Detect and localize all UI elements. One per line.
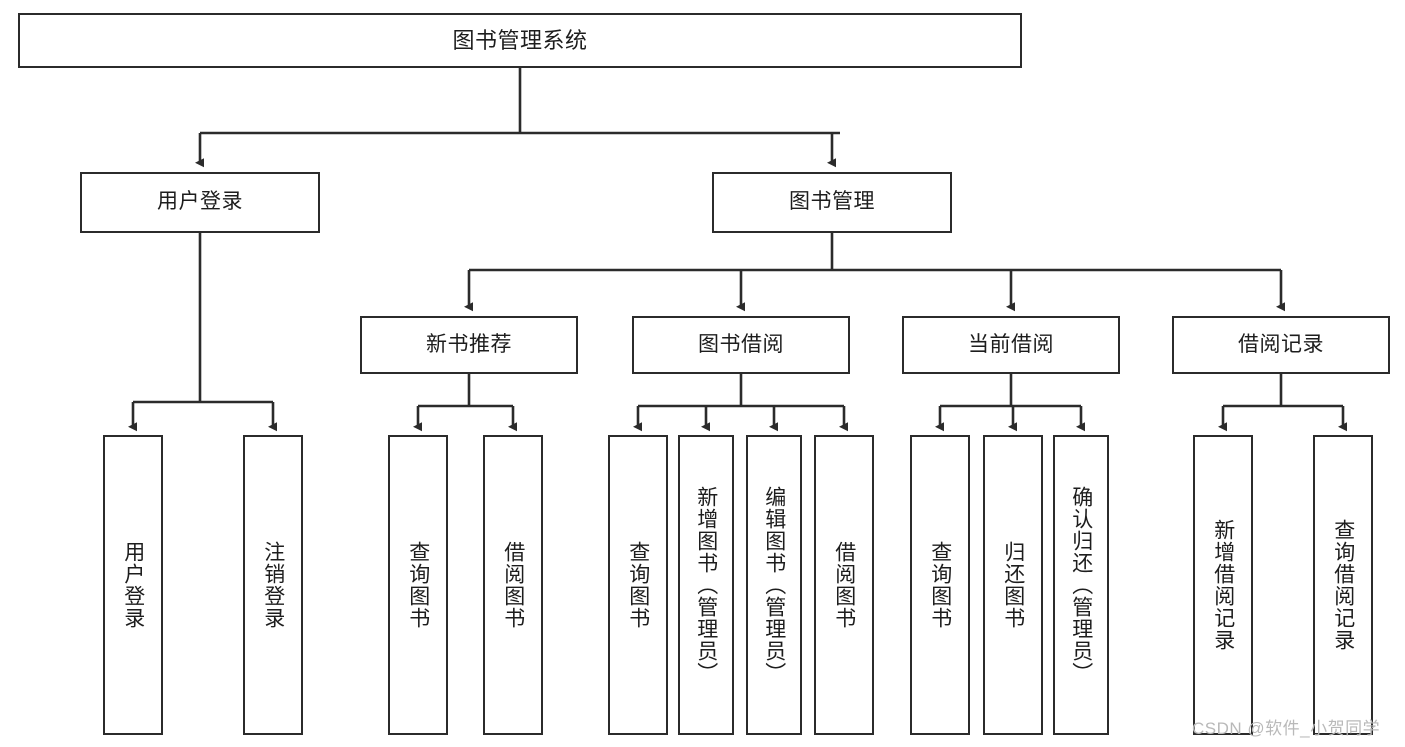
node-book-borrow-label: 图书借阅	[698, 332, 784, 356]
node-root[interactable]: 图书管理系统	[18, 13, 1022, 68]
node-leaf-borrow-book-1-label: 借阅图书	[501, 541, 525, 629]
node-leaf-edit-book[interactable]: 编辑图书（管理员）	[746, 435, 802, 735]
node-leaf-add-book-label: 新增图书（管理员）	[694, 486, 718, 684]
node-leaf-return-book[interactable]: 归还图书	[983, 435, 1043, 735]
node-leaf-query-book-1-label: 查询图书	[406, 541, 430, 629]
node-leaf-query-book-1[interactable]: 查询图书	[388, 435, 448, 735]
node-leaf-confirm-return[interactable]: 确认归还（管理员）	[1053, 435, 1109, 735]
node-leaf-user-login[interactable]: 用户登录	[103, 435, 163, 735]
node-leaf-query-book-3[interactable]: 查询图书	[910, 435, 970, 735]
node-leaf-query-book-2[interactable]: 查询图书	[608, 435, 668, 735]
node-leaf-add-record-label: 新增借阅记录	[1211, 519, 1235, 651]
node-root-label: 图书管理系统	[452, 27, 588, 53]
node-leaf-borrow-book-2-label: 借阅图书	[832, 541, 856, 629]
node-leaf-query-book-3-label: 查询图书	[928, 541, 952, 629]
node-book-manage[interactable]: 图书管理	[712, 172, 952, 233]
node-leaf-query-record[interactable]: 查询借阅记录	[1313, 435, 1373, 735]
csdn-watermark: CSDN @软件_小贺同学	[1192, 719, 1381, 738]
node-leaf-user-login-label: 用户登录	[121, 541, 145, 629]
node-leaf-borrow-book-2[interactable]: 借阅图书	[814, 435, 874, 735]
node-leaf-borrow-book-1[interactable]: 借阅图书	[483, 435, 543, 735]
node-user-login-label: 用户登录	[157, 190, 243, 214]
node-current-borrow-label: 当前借阅	[968, 332, 1054, 356]
node-leaf-add-record[interactable]: 新增借阅记录	[1193, 435, 1253, 735]
node-leaf-logout-login-label: 注销登录	[261, 541, 285, 629]
node-new-book-rec-label: 新书推荐	[426, 332, 512, 356]
node-book-borrow[interactable]: 图书借阅	[632, 316, 850, 374]
node-leaf-edit-book-label: 编辑图书（管理员）	[762, 486, 786, 684]
node-leaf-confirm-return-label: 确认归还（管理员）	[1069, 486, 1093, 684]
node-leaf-return-book-label: 归还图书	[1001, 541, 1025, 629]
node-user-login[interactable]: 用户登录	[80, 172, 320, 233]
node-current-borrow[interactable]: 当前借阅	[902, 316, 1120, 374]
node-borrow-record-label: 借阅记录	[1238, 332, 1324, 356]
node-borrow-record[interactable]: 借阅记录	[1172, 316, 1390, 374]
node-book-manage-label: 图书管理	[789, 190, 875, 214]
node-leaf-query-book-2-label: 查询图书	[626, 541, 650, 629]
node-new-book-rec[interactable]: 新书推荐	[360, 316, 578, 374]
node-leaf-query-record-label: 查询借阅记录	[1331, 519, 1355, 651]
node-leaf-logout-login[interactable]: 注销登录	[243, 435, 303, 735]
node-leaf-add-book[interactable]: 新增图书（管理员）	[678, 435, 734, 735]
